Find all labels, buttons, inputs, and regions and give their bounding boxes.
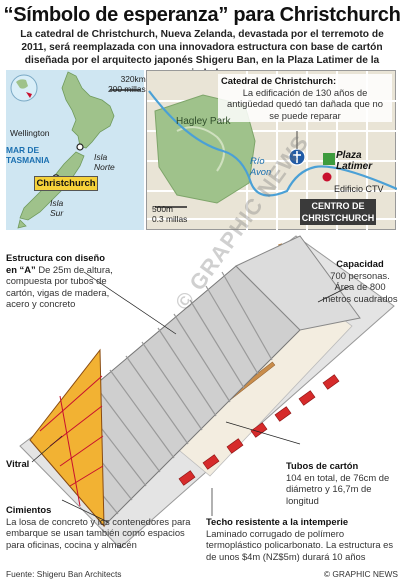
techo-heading: Techo resistente a la intemperie bbox=[206, 516, 349, 527]
footer-credit: © GRAPHIC NEWS bbox=[323, 569, 398, 579]
river-avon bbox=[148, 90, 398, 197]
capacidad-heading: Capacidad bbox=[336, 258, 384, 269]
cathedral-text: La edificación de 130 años de antigüedad… bbox=[227, 86, 383, 121]
tube-lines bbox=[45, 271, 273, 515]
label-christchurch: Christchurch bbox=[34, 176, 98, 191]
label-centro-christchurch: CENTRO DE CHRISTCHURCH bbox=[300, 199, 376, 225]
tubos-text: 104 en total, de 76cm de diámetro y 16,7… bbox=[286, 471, 390, 506]
techo-text: Laminado corrugado de polímero termoplás… bbox=[206, 527, 394, 562]
callout-capacidad: Capacidad 700 personas. Área de 800 metr… bbox=[320, 258, 400, 304]
label-plaza-latimer: Plaza Latimer bbox=[336, 150, 373, 172]
leader-lines bbox=[31, 271, 351, 523]
label-rio-avon: Río Avon bbox=[250, 155, 272, 177]
cimientos-heading: Cimientos bbox=[6, 504, 52, 515]
estructura-heading: Estructura con diseño en “A” bbox=[6, 252, 105, 275]
shipping-containers bbox=[178, 374, 340, 486]
callout-tubos: Tubos de cartón 104 en total, de 76cm de… bbox=[286, 460, 398, 506]
plaza-latimer-marker bbox=[323, 153, 335, 165]
wellington-dot bbox=[76, 143, 84, 151]
stained-glass bbox=[29, 348, 105, 528]
label-edificio-ctv: Edificio CTV bbox=[334, 184, 384, 194]
nz-scale-label: 320km 200 millas bbox=[108, 74, 146, 94]
north-island bbox=[61, 71, 115, 149]
callout-vitral: Vitral bbox=[6, 458, 30, 469]
ctv-marker bbox=[322, 172, 332, 182]
hagley-park bbox=[154, 94, 256, 204]
tubos-heading: Tubos de cartón bbox=[286, 460, 359, 471]
footer-source: Fuente: Shigeru Ban Architects bbox=[6, 569, 122, 579]
label-mar-de-tasmania: MAR DE TASMANIA bbox=[6, 145, 50, 165]
label-isla-norte: Isla Norte bbox=[94, 152, 115, 172]
label-isla-sur: Isla Sur bbox=[50, 198, 64, 218]
callout-cimientos: Cimientos La losa de concreto y los cont… bbox=[6, 504, 202, 550]
capacidad-text: 700 personas. Área de 800 metros cuadrad… bbox=[322, 269, 398, 304]
callout-techo: Techo resistente a la intemperie Laminad… bbox=[206, 516, 400, 562]
cathedral-callout: Catedral de Christchurch: La edificación… bbox=[218, 74, 392, 122]
cathedral-icon bbox=[288, 148, 306, 166]
roof-right-slope bbox=[235, 235, 361, 331]
city-scale-label: 500m 0.3 millas bbox=[152, 204, 188, 224]
callout-estructura: Estructura con diseño en “A” De 25m de a… bbox=[6, 252, 118, 310]
estructura-text: De 25m de altura, compuesta por tubos de… bbox=[6, 263, 113, 310]
cimientos-text: La losa de concreto y los contenedores p… bbox=[6, 515, 191, 550]
label-hagley-park: Hagley Park bbox=[176, 116, 231, 127]
cathedral-heading: Catedral de Christchurch: bbox=[221, 75, 337, 86]
page-title: “Símbolo de esperanza” para Christchurch bbox=[3, 4, 401, 26]
cathedral-illustration bbox=[0, 226, 404, 566]
label-wellington: Wellington bbox=[10, 128, 50, 138]
building-svg bbox=[19, 235, 395, 549]
